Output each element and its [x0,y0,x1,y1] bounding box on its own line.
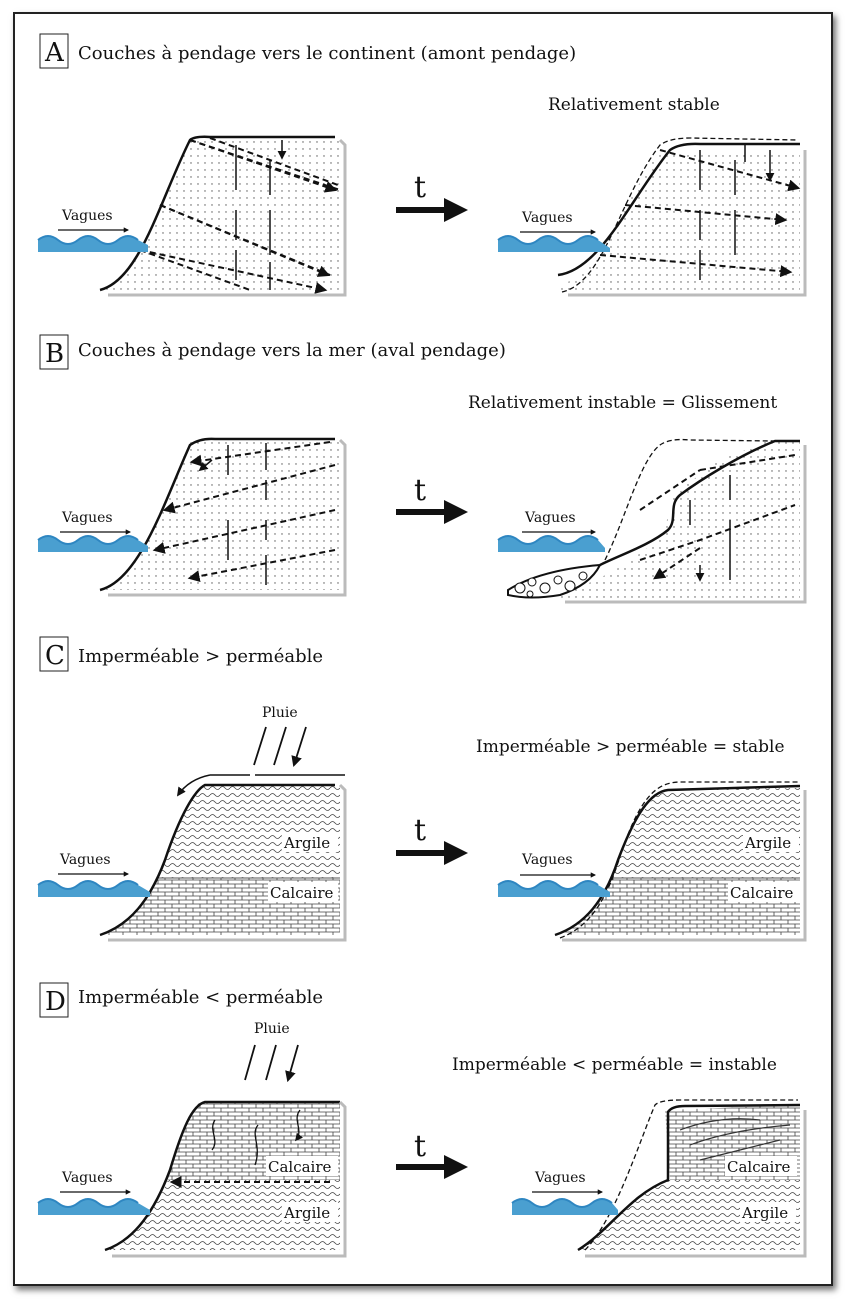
panel-b-result: Relativement instable = Glissement [468,393,777,413]
panel-c-cliff-before: Argile Calcaire Pluie [99,705,347,942]
panel-b-letter-box [39,334,69,370]
panel-c-letter-box [39,636,69,672]
panel-c-waves-label-right: Vagues [521,852,573,868]
panel-b-debris [507,563,602,599]
panel-a-result: Relativement stable [548,95,720,115]
panel-c: C Imperméable > perméable Imperméable > … [37,636,807,942]
panel-c-time-arrow: t [396,813,468,865]
panel-c-clay-label-right: Argile [744,834,791,852]
panel-c-cliff-after: Argile Calcaire [554,781,807,942]
panel-c-waves-right: Vagues [497,852,610,897]
panel-c-title: Imperméable > perméable [78,646,323,667]
panel-a-waves-left: Vagues [37,208,148,252]
panel-b-title: Couches à pendage vers la mer (aval pend… [78,340,506,361]
panel-c-limestone-label-right: Calcaire [730,884,794,902]
panel-a-time-label: t [414,170,426,205]
panel-a-time-arrow: t [396,170,468,222]
panel-b-cliff-after [507,438,807,604]
panel-b-waves-right: Vagues [497,510,605,552]
panel-d: D Imperméable < perméable Imperméable < … [37,982,807,1258]
panel-b-waves-label-left: Vagues [61,510,113,526]
panel-b-letter: B [45,339,64,369]
panel-c-waves-label-left: Vagues [59,852,111,868]
panel-d-cliff-before: Calcaire Argile Pluie [104,1021,347,1258]
panel-d-rain-label: Pluie [254,1021,290,1037]
panel-d-clay-label: Argile [283,1204,330,1222]
panel-a-waves-right: Vagues [497,210,610,252]
panel-b-cliff-before [99,437,347,597]
panel-b-waves-left: Vagues [37,510,148,552]
panel-d-time-arrow: t [396,1129,468,1179]
panel-a-cliff-before [99,135,347,297]
panel-a-title: Couches à pendage vers le continent (amo… [78,43,576,64]
panel-c-waves-left: Vagues [37,852,150,897]
panel-c-letter: C [45,641,65,671]
panel-d-time-label: t [414,1129,426,1164]
panel-c-rain-label: Pluie [262,705,298,721]
panel-b-time-label: t [414,473,426,508]
panel-a-waves-label-left: Vagues [61,208,113,224]
panel-c-clay-label: Argile [283,834,330,852]
panel-d-cliff-after: Calcaire Argile [577,1099,807,1258]
panel-d-limestone-label-right: Calcaire [727,1158,791,1176]
panel-d-title: Imperméable < perméable [78,987,323,1008]
panel-a-cliff-after [557,137,807,297]
panel-d-waves-left: Vagues [37,1170,150,1215]
panel-d-waves-right: Vagues [511,1170,618,1215]
panel-d-limestone-label: Calcaire [268,1158,332,1176]
panel-d-clay-label-right: Argile [741,1204,788,1222]
panel-a: A Couches à pendage vers le continent (a… [37,33,807,297]
panel-d-letter: D [45,987,66,1017]
panel-a-waves-label-right: Vagues [521,210,573,226]
panel-a-letter: A [44,38,65,68]
panel-d-waves-label-left: Vagues [61,1170,113,1186]
panel-d-letter-box [39,982,69,1018]
panel-c-result: Imperméable > perméable = stable [476,737,785,757]
panel-b: B Couches à pendage vers la mer (aval pe… [37,334,807,604]
panel-c-limestone-label: Calcaire [270,884,334,902]
panel-b-waves-label-right: Vagues [524,510,576,526]
panel-d-waves-label-right: Vagues [534,1170,586,1186]
panel-d-result: Imperméable < perméable = instable [452,1055,777,1075]
panel-c-time-label: t [414,813,426,848]
panel-a-letter-box [39,33,69,69]
panel-b-time-arrow: t [396,473,468,524]
